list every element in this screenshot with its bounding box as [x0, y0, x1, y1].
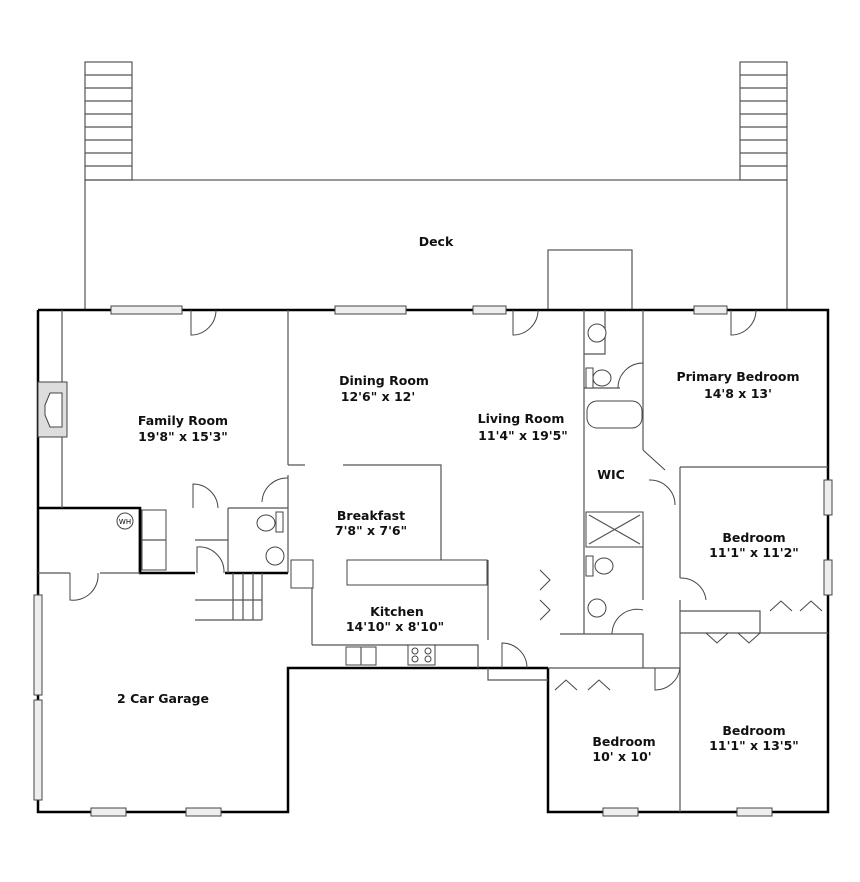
- room-name: Bedroom: [722, 723, 785, 738]
- stairs-icon: [195, 573, 263, 621]
- deck-stairs-right: [739, 61, 788, 181]
- window: [472, 305, 507, 315]
- room-name: Breakfast: [337, 508, 405, 523]
- room-dimensions: 14'8 x 13': [704, 386, 772, 401]
- toilet-icon: [585, 367, 612, 389]
- door: [679, 577, 707, 601]
- window: [693, 305, 728, 315]
- room-dimensions: 7'8" x 7'6": [335, 523, 407, 538]
- window: [185, 807, 222, 817]
- stove-icon: [407, 644, 436, 666]
- toilet-icon: [256, 511, 284, 533]
- kitchen-island-icon: [346, 559, 488, 586]
- bifold-door: [769, 600, 823, 612]
- door: [196, 546, 225, 574]
- shower-icon: [585, 511, 644, 548]
- deck-label: Deck: [419, 234, 454, 249]
- room-dimensions: 19'8" x 15'3": [138, 429, 228, 444]
- toilet-icon: [585, 555, 614, 577]
- water-heater-icon: WH: [116, 512, 134, 530]
- doors: [69, 309, 823, 691]
- sink-icon: [587, 598, 607, 618]
- kitchen-sink-icon: [345, 646, 377, 666]
- room-name: 2 Car Garage: [117, 691, 209, 706]
- room-name: Primary Bedroom: [676, 369, 799, 384]
- window: [823, 479, 833, 516]
- room-name: Bedroom: [592, 734, 655, 749]
- bathtub-icon: [586, 400, 643, 429]
- fixtures: WH: [37, 323, 644, 666]
- room-name: Dining Room: [339, 373, 429, 388]
- fireplace-icon: [37, 381, 68, 438]
- deck-stairs-left: [84, 61, 133, 181]
- window: [823, 559, 833, 596]
- window: [334, 305, 407, 315]
- room-name: WIC: [597, 467, 625, 482]
- room-dimensions: 11'1" x 11'2": [709, 545, 799, 560]
- door: [190, 309, 217, 336]
- bifold-door: [554, 679, 611, 691]
- room-dimensions: 12'6" x 12': [341, 389, 415, 404]
- sink-icon: [265, 546, 285, 566]
- room-name: Bedroom: [722, 530, 785, 545]
- door: [501, 642, 528, 669]
- room-name: Living Room: [478, 411, 565, 426]
- room-dimensions: 10' x 10': [592, 749, 651, 764]
- bifold-door: [705, 632, 761, 644]
- svg-text:WH: WH: [119, 518, 131, 526]
- window: [90, 807, 127, 817]
- window: [602, 807, 639, 817]
- door: [611, 608, 644, 635]
- door: [617, 362, 644, 389]
- door: [512, 309, 539, 336]
- door: [730, 309, 757, 336]
- room-name: Kitchen: [370, 604, 424, 619]
- window: [33, 699, 43, 801]
- door: [654, 667, 681, 691]
- room-name: Family Room: [138, 413, 228, 428]
- windows: [33, 305, 833, 817]
- bifold-door: [539, 569, 551, 621]
- door: [69, 572, 99, 601]
- door: [261, 477, 289, 503]
- deck: [84, 61, 788, 311]
- room-dimensions: 11'4" x 19'5": [478, 428, 568, 443]
- sink-icon: [587, 323, 607, 343]
- window: [110, 305, 183, 315]
- range-hood-icon: [290, 559, 314, 589]
- room-dimensions: 14'10" x 8'10": [346, 619, 444, 634]
- door: [192, 483, 219, 509]
- door: [642, 449, 676, 506]
- window: [33, 594, 43, 696]
- window: [736, 807, 773, 817]
- room-dimensions: 11'1" x 13'5": [709, 738, 799, 753]
